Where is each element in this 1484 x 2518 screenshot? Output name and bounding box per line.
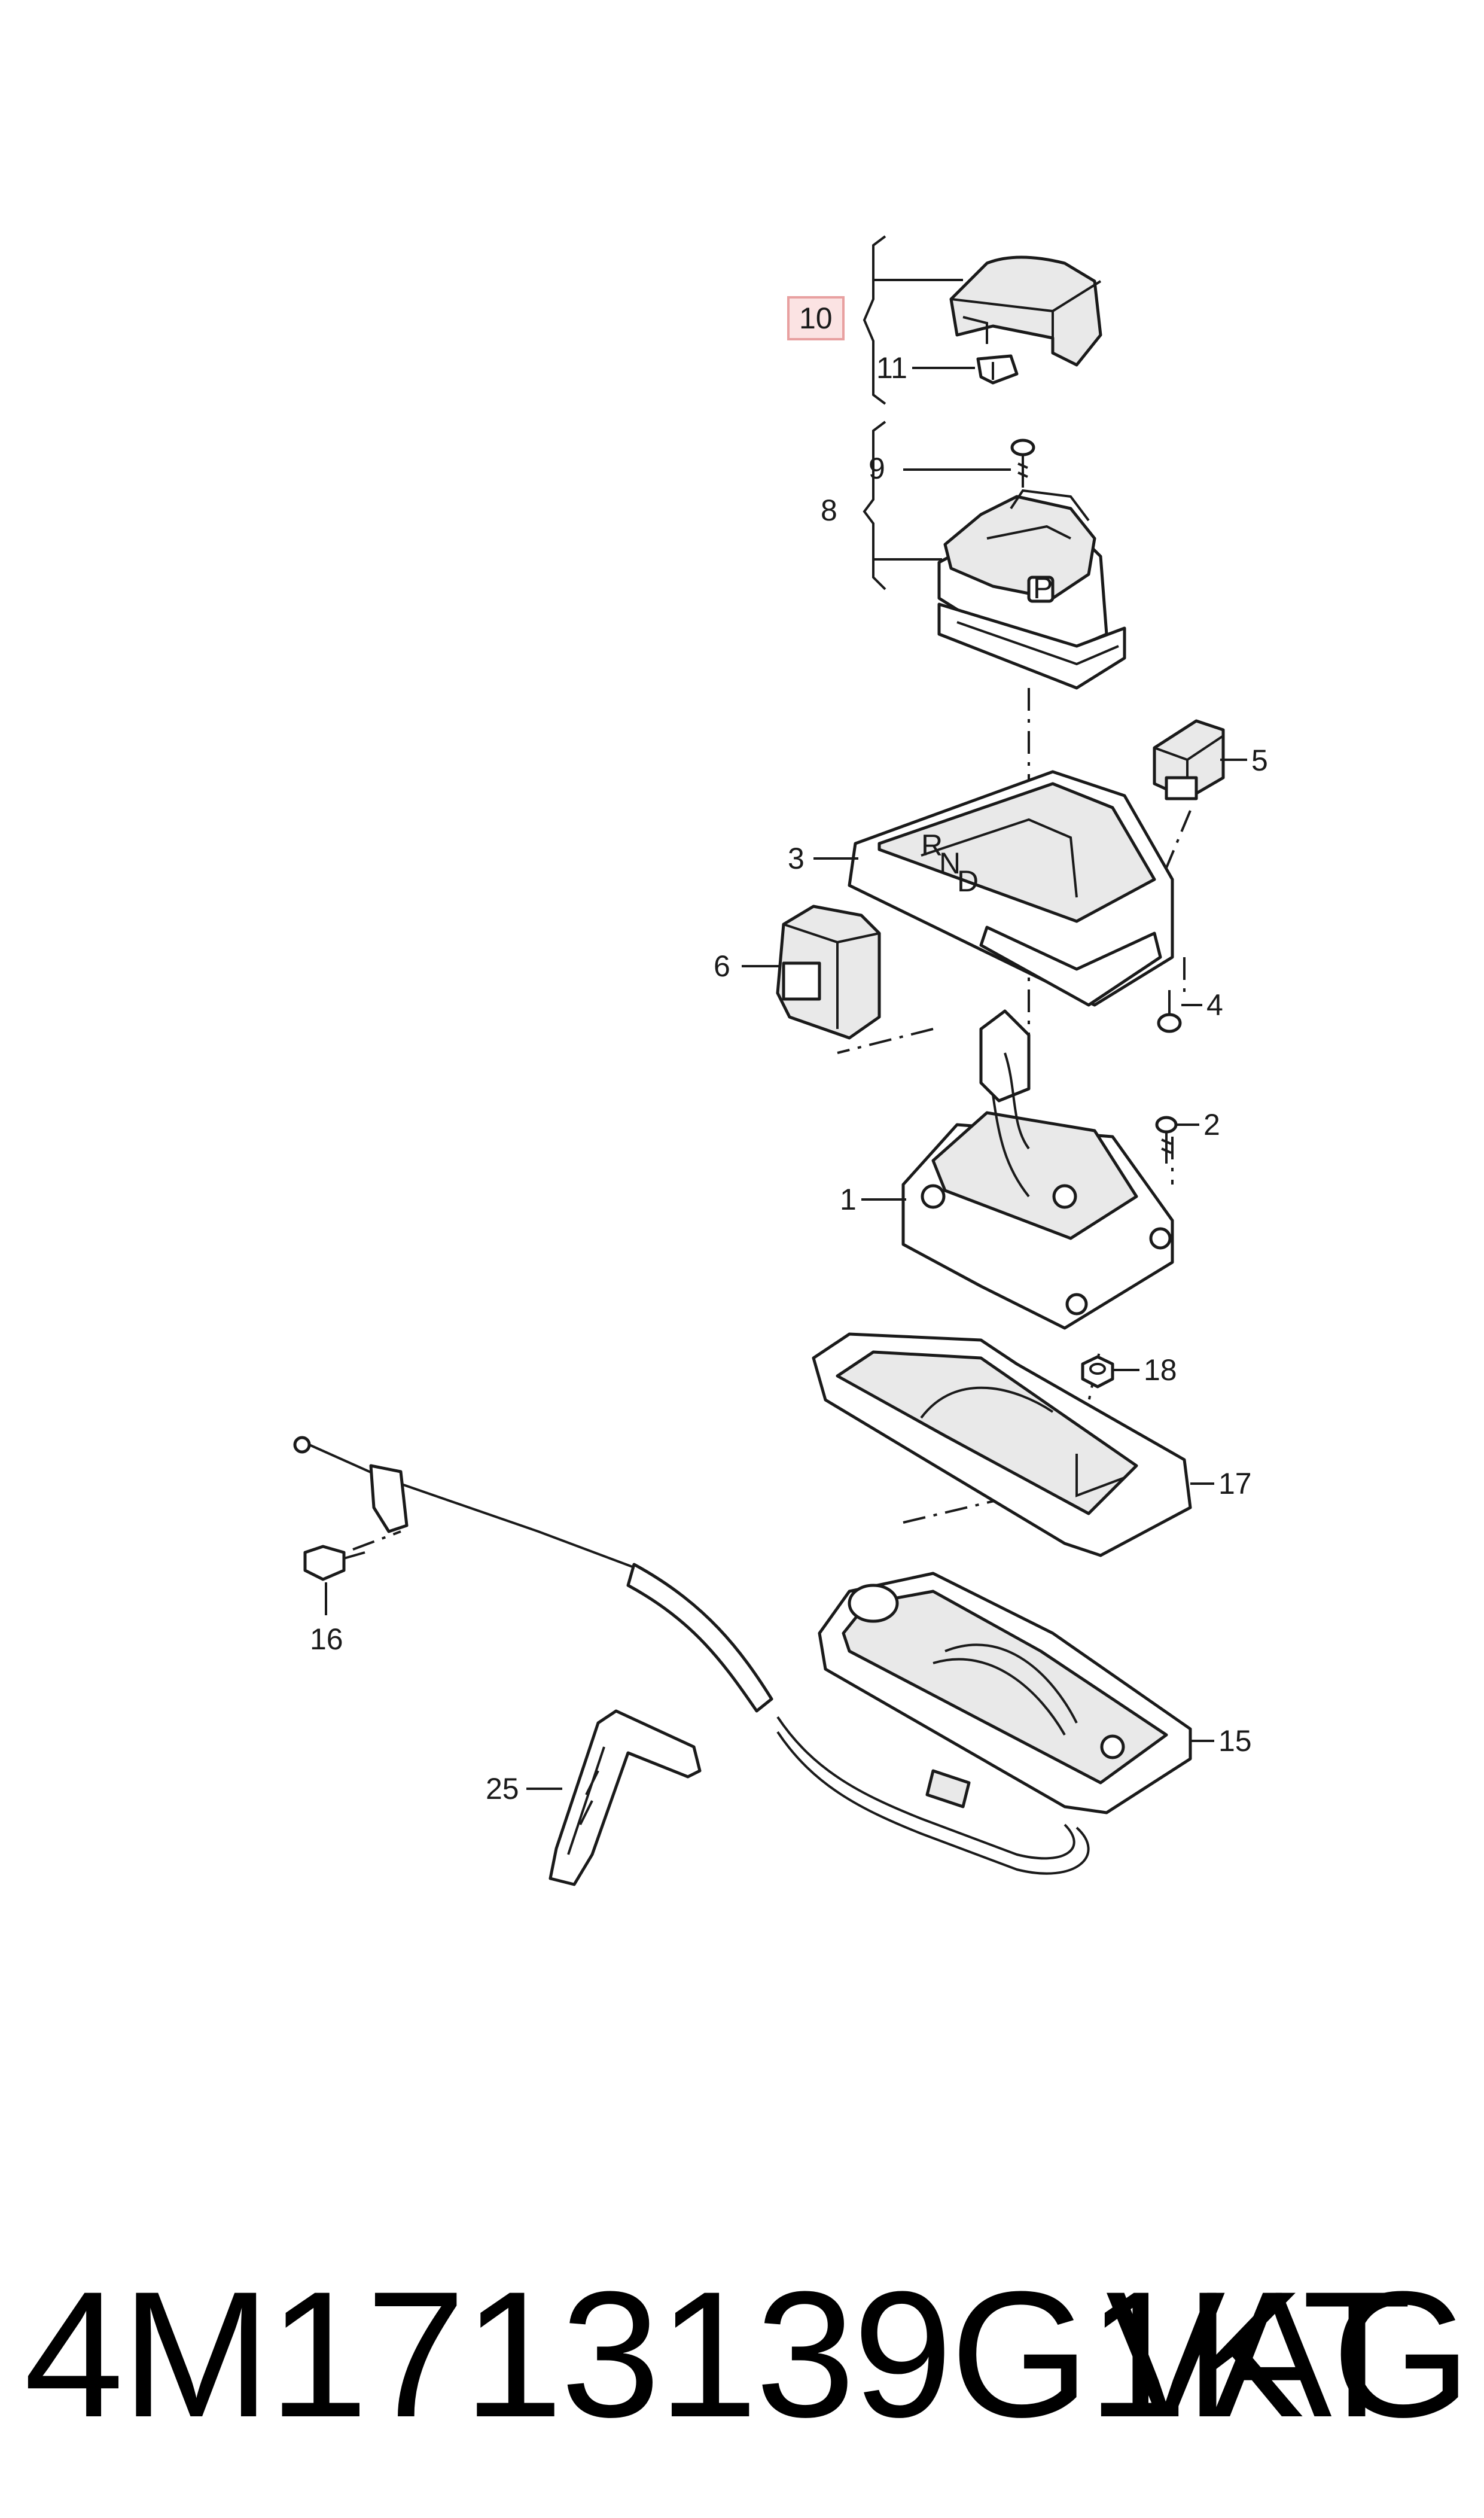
part-base-plate bbox=[818, 1572, 1192, 1814]
part-release-tool-25 bbox=[548, 1709, 702, 1886]
part-switch-5 bbox=[1153, 719, 1225, 800]
part-number: 4M1713139G1KT bbox=[24, 2254, 1412, 2455]
exploded-parts-diagram: P R N D bbox=[293, 235, 1268, 1886]
part-bolt-16 bbox=[303, 1530, 401, 1581]
bracket-8 bbox=[863, 421, 886, 590]
callout-5[interactable]: 5 bbox=[1251, 744, 1268, 777]
part-clip bbox=[976, 354, 1019, 385]
callout-9[interactable]: 9 bbox=[869, 452, 885, 485]
callout-3[interactable]: 3 bbox=[788, 842, 805, 875]
svg-text:D: D bbox=[957, 864, 979, 898]
svg-text:N: N bbox=[939, 847, 961, 880]
brand-label: VAG bbox=[1105, 2254, 1471, 2455]
leader-lines bbox=[325, 759, 1247, 1790]
part-switch-6 bbox=[776, 905, 881, 1040]
part-shift-mechanism bbox=[901, 1009, 1174, 1330]
callout-6[interactable]: 6 bbox=[714, 949, 730, 983]
callout-4[interactable]: 4 bbox=[1206, 988, 1223, 1022]
callout-25[interactable]: 25 bbox=[486, 1772, 519, 1805]
callout-8[interactable]: 8 bbox=[821, 494, 837, 527]
part-shift-cable bbox=[293, 1436, 1090, 1875]
callout-11[interactable]: 11 bbox=[876, 351, 907, 385]
highlight-box-10 bbox=[787, 296, 845, 340]
callout-10[interactable]: 10 bbox=[799, 302, 833, 335]
part-selector-lever: P bbox=[937, 489, 1126, 690]
svg-text:R: R bbox=[921, 829, 943, 862]
part-screw-9 bbox=[1010, 439, 1035, 488]
part-screw-4 bbox=[1157, 990, 1182, 1033]
footer: 4M1713139G1KT VAG bbox=[24, 2255, 1471, 2453]
part-nut-18 bbox=[1081, 1355, 1114, 1389]
callout-2[interactable]: 2 bbox=[1203, 1108, 1220, 1141]
part-housing-tray bbox=[812, 1332, 1192, 1557]
callout-16[interactable]: 16 bbox=[310, 1622, 343, 1656]
callout-15[interactable]: 15 bbox=[1218, 1724, 1252, 1758]
callout-17[interactable]: 17 bbox=[1218, 1467, 1252, 1500]
bracket-10 bbox=[863, 235, 886, 405]
part-knob-cover bbox=[949, 255, 1102, 367]
callout-18[interactable]: 18 bbox=[1144, 1353, 1177, 1387]
svg-text:P: P bbox=[1033, 571, 1053, 605]
part-selector-panel: R N D bbox=[848, 770, 1174, 1007]
callout-1[interactable]: 1 bbox=[840, 1183, 857, 1216]
